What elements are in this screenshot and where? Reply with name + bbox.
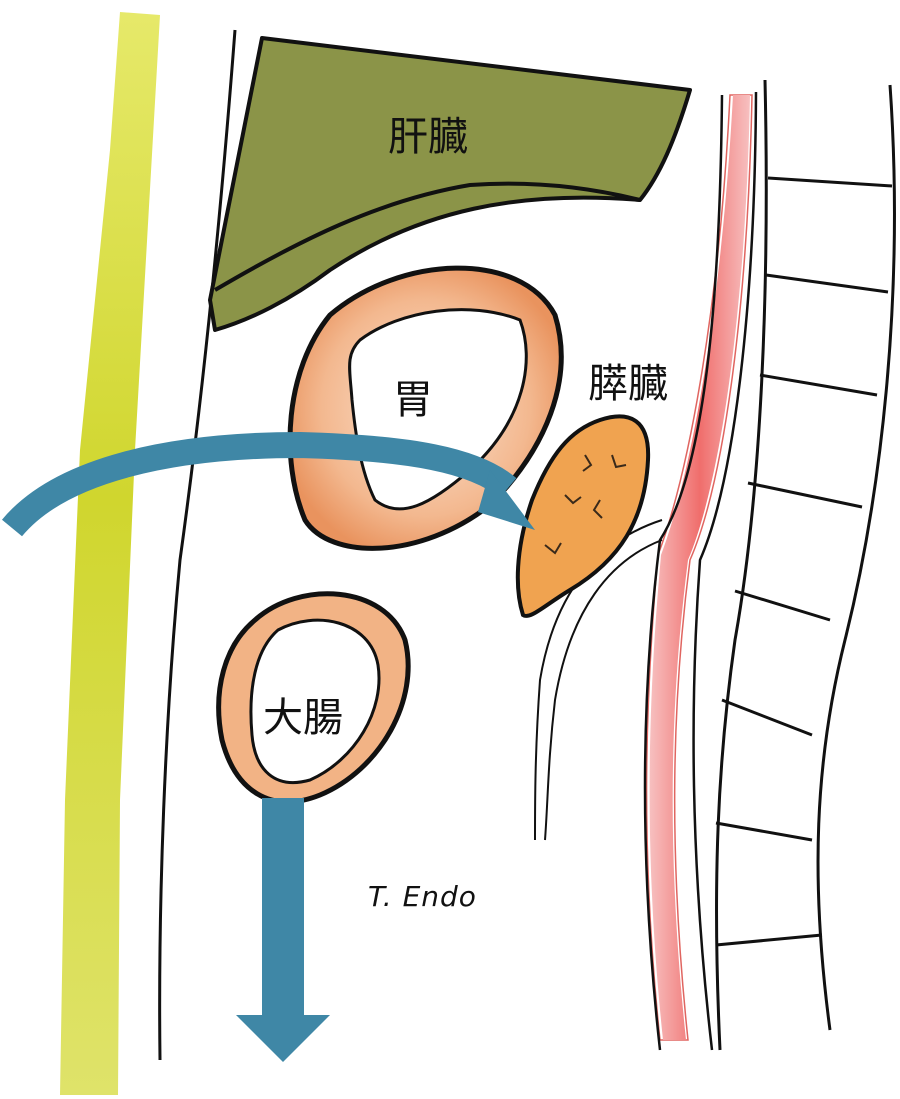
down-arrow-icon [236, 798, 330, 1062]
abdominal-wall-inner-line [160, 30, 235, 1060]
artist-signature: T. Endo [368, 880, 477, 913]
pancreas-label: 膵臓 [588, 364, 668, 404]
stomach-label: 胃 [393, 380, 433, 420]
colon-label: 大腸 [263, 698, 343, 738]
abdominal-wall [60, 12, 160, 1095]
liver-label: 肝臓 [388, 117, 468, 157]
